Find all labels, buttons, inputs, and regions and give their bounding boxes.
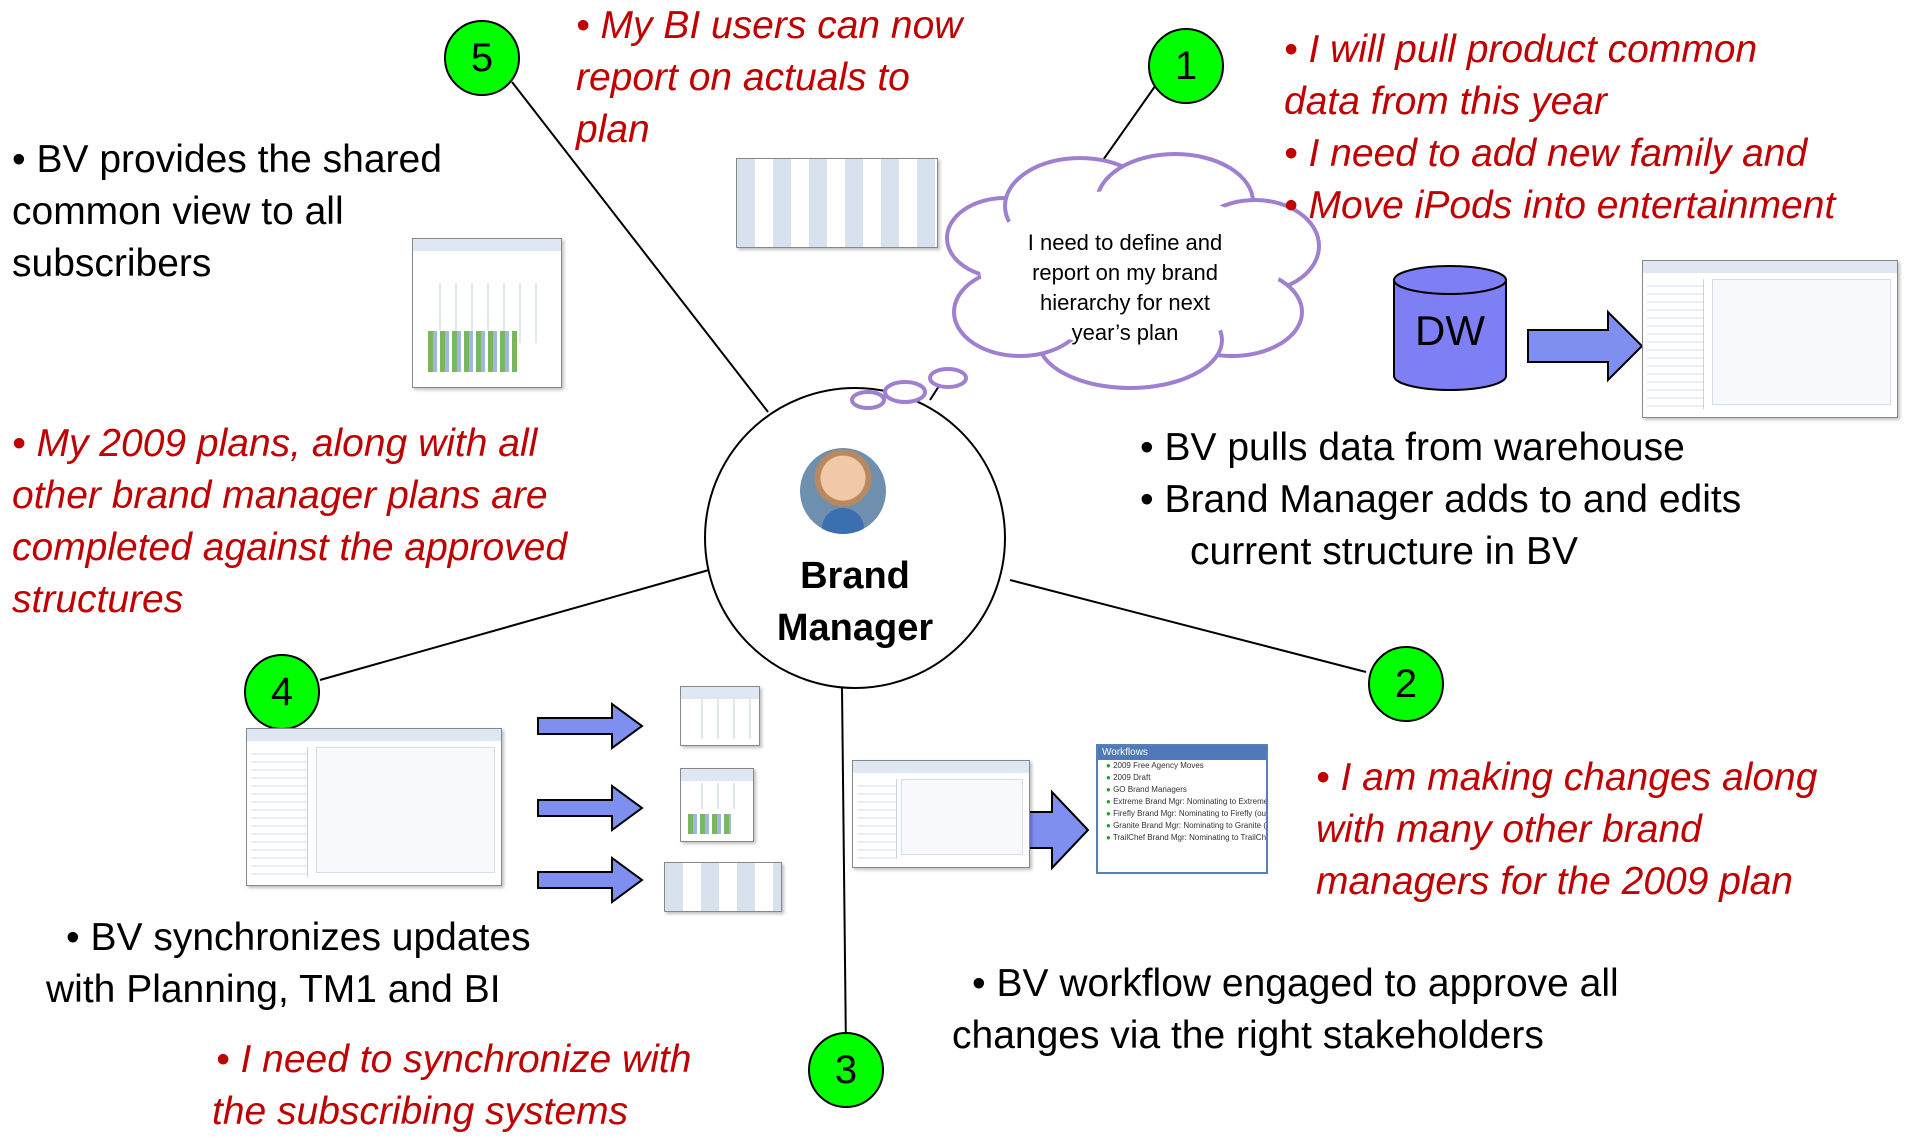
step-1-action: • BV pulls data from warehouse • Brand M… bbox=[1140, 426, 1742, 573]
workflow-item: TrailChef Brand Mgr: Nominating to Trail… bbox=[1098, 832, 1266, 844]
step-4-action: • BV synchronizes updates with Planning,… bbox=[46, 916, 531, 1011]
bv-hierarchy-thumbnail-sync bbox=[246, 728, 502, 886]
spoke-step-4 bbox=[319, 567, 717, 681]
step-2-quote: • I am making changes along with many ot… bbox=[1316, 756, 1818, 903]
thought-cloud-text: I need to define and report on my brand … bbox=[1027, 230, 1223, 345]
hub-circle bbox=[704, 387, 1006, 689]
workflow-item: Firefly Brand Mgr: Nominating to Firefly… bbox=[1098, 808, 1266, 820]
bv-hierarchy-thumbnail-dw bbox=[1642, 260, 1898, 418]
step-circle-5: 5 bbox=[444, 20, 520, 96]
arrow-to-planning-icon bbox=[537, 702, 644, 750]
step-4-quote: • My 2009 plans, along with all other br… bbox=[12, 422, 568, 621]
step-5-action: • BV provides the shared common view to … bbox=[12, 138, 442, 285]
step-circle-2: 2 bbox=[1368, 646, 1444, 722]
step-1-quote: • I will pull product common data from t… bbox=[1284, 28, 1836, 227]
step-circle-1: 1 bbox=[1148, 28, 1224, 104]
spoke-step-2 bbox=[1009, 579, 1367, 673]
hub-title: Brand Manager bbox=[776, 555, 934, 649]
arrow-to-tm1-icon bbox=[537, 784, 644, 832]
workflow-item: GO Brand Managers bbox=[1098, 784, 1266, 796]
brand-manager-avatar bbox=[800, 448, 886, 534]
workflow-item: 2009 Free Agency Moves bbox=[1098, 760, 1266, 772]
workflow-panel: Workflows 2009 Free Agency Moves 2009 Dr… bbox=[1096, 744, 1268, 874]
arrow-dw-to-bv-icon bbox=[1527, 309, 1644, 383]
step-3-quote: • I need to synchronize with the subscri… bbox=[212, 1038, 692, 1133]
workflow-item: 2009 Draft bbox=[1098, 772, 1266, 784]
bv-hierarchy-thumbnail-workflow bbox=[852, 760, 1030, 868]
arrow-to-bi-icon bbox=[537, 856, 644, 904]
step-circle-3: 3 bbox=[808, 1032, 884, 1108]
workflow-item: Extreme Brand Mgr: Nominating to Extreme… bbox=[1098, 796, 1266, 808]
spoke-step-5 bbox=[511, 81, 769, 413]
thought-cloud bbox=[850, 152, 1321, 410]
workflow-item: Granite Brand Mgr: Nominating to Granite… bbox=[1098, 820, 1266, 832]
step-circle-4: 4 bbox=[244, 654, 320, 730]
step-5-quote: • My BI users can now report on actuals … bbox=[576, 4, 963, 151]
bi-reports-thumbnail-bottom bbox=[664, 862, 782, 912]
step-2-action: • BV workflow engaged to approve all cha… bbox=[952, 962, 1619, 1057]
workflow-panel-title: Workflows bbox=[1098, 746, 1266, 760]
datastore-label: DW bbox=[1415, 307, 1485, 354]
datastore-cylinder-icon bbox=[1393, 265, 1507, 391]
bi-reports-thumbnail-top bbox=[736, 158, 938, 248]
spoke-step-3 bbox=[841, 687, 847, 1053]
tm1-thumbnail bbox=[680, 768, 754, 842]
planning-thumbnail bbox=[680, 686, 760, 746]
shared-view-report-thumbnail bbox=[412, 238, 562, 388]
